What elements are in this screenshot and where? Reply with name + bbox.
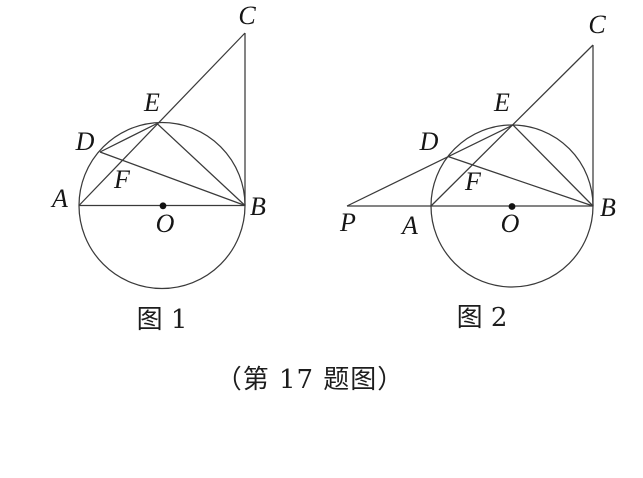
fig1-segment-EB [156, 123, 246, 206]
fig1-point-label-A: A [52, 184, 68, 213]
fig2-point-label-A: A [402, 211, 418, 240]
fig2-point-label-B: B [600, 193, 616, 222]
fig1-point-label-F: F [114, 165, 130, 194]
fig1-point-label-B: B [250, 192, 266, 221]
fig2-segment-AC [430, 44, 594, 207]
fig2-center-dot [508, 203, 516, 210]
fig2-point-label-D: D [419, 127, 439, 156]
fig2-segment-DB [447, 155, 594, 207]
fig1-point-label-C: C [238, 1, 256, 30]
fig2-segment-PE [346, 124, 514, 207]
caption-problem-number: （第 17 题图） [215, 365, 405, 395]
fig2-point-label-C: C [588, 10, 606, 39]
caption-figure-1: 图 1 [136, 305, 188, 335]
fig2-point-label-P: P [340, 208, 356, 237]
caption-figure-2: 图 2 [456, 303, 508, 333]
fig2-point-label-O: O [500, 209, 520, 238]
fig1-segment-AC [78, 32, 246, 206]
fig1-point-label-O: O [155, 209, 175, 238]
fig1-segment-DE [99, 122, 158, 153]
fig1-point-label-D: D [75, 127, 95, 156]
fig2-point-label-E: E [494, 88, 510, 117]
fig1-point-label-E: E [144, 88, 160, 117]
fig1-segment-DB [99, 151, 246, 207]
fig2-point-label-F: F [465, 167, 481, 196]
fig2-segment-EB [512, 124, 594, 207]
fig1-center-dot [159, 202, 167, 210]
